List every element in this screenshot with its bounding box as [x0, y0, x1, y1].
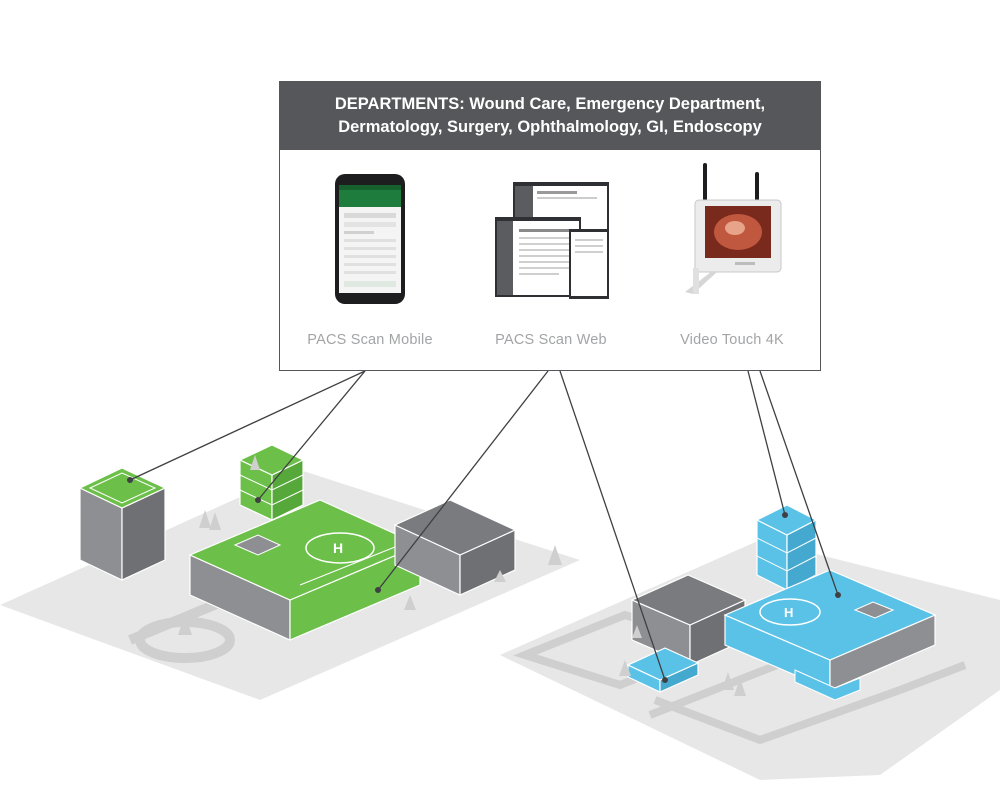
departments-title-line2: Dermatology, Surgery, Ophthalmology, GI,…	[338, 118, 762, 136]
product-video-touch-4k: Video Touch 4K	[642, 163, 822, 362]
departments-header: DEPARTMENTS: Wound Care, Emergency Depar…	[280, 82, 820, 150]
connector-endpoints	[127, 477, 841, 683]
left-trees	[178, 455, 562, 635]
connector-lines	[129, 370, 839, 681]
departments-title-line1: DEPARTMENTS: Wound Care, Emergency Depar…	[334, 95, 766, 113]
product-label-video-touch: Video Touch 4K	[680, 332, 784, 348]
smartphone-app-icon	[335, 174, 405, 304]
right-trees	[619, 625, 746, 696]
product-pacs-scan-web: PACS Scan Web	[461, 172, 641, 362]
right-campus-ground	[500, 540, 1000, 780]
right-blue-stack-building	[755, 504, 818, 591]
left-tower-building	[78, 467, 167, 581]
right-main-hospital-building: H	[723, 569, 937, 701]
svg-text:H: H	[333, 540, 343, 556]
right-small-blue-building	[626, 647, 700, 693]
left-green-stack-building	[238, 444, 305, 521]
svg-text:H: H	[784, 605, 793, 620]
departments-panel: DEPARTMENTS: Wound Care, Emergency Depar…	[279, 81, 821, 371]
web-screens-icon	[495, 182, 609, 299]
product-label-mobile: PACS Scan Mobile	[307, 332, 433, 348]
product-label-web: PACS Scan Web	[495, 332, 607, 348]
tablet-device-icon	[685, 163, 782, 294]
left-main-hospital-building: H	[188, 499, 422, 641]
left-gray-office-building	[393, 499, 517, 596]
product-pacs-scan-mobile: PACS Scan Mobile	[280, 172, 460, 362]
